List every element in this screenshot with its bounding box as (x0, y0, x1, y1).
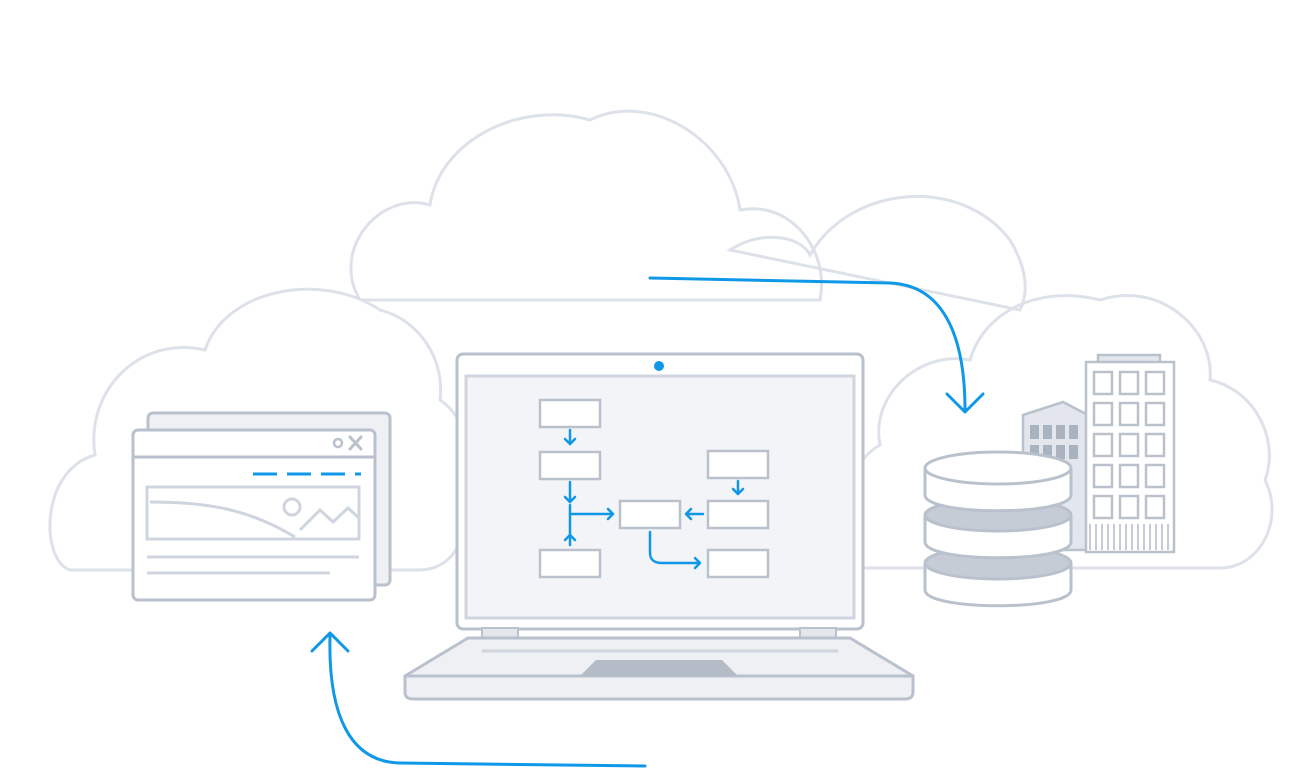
flow-arrow (563, 533, 577, 542)
back-right-cloud-icon (726, 194, 1027, 312)
flow-node (706, 548, 770, 579)
webcam-icon (654, 361, 664, 371)
flow-arrow (563, 480, 577, 504)
window-close-icon (348, 435, 363, 451)
trackpad (580, 660, 738, 676)
flow-node (706, 449, 770, 480)
top-arrow-head-icon (945, 392, 985, 414)
database-icon (923, 450, 1073, 608)
flowchart-icon (538, 398, 770, 579)
flow-node (618, 499, 682, 530)
flow-node (538, 398, 602, 429)
window-minimize-icon (332, 437, 344, 449)
flow-node (706, 499, 770, 530)
flow-node (538, 548, 602, 579)
center-cloud-icon (349, 109, 823, 302)
flow-arrow (563, 428, 577, 446)
flow-arrow (684, 507, 705, 521)
bottom-arrow-head-icon (310, 631, 350, 653)
flow-node (538, 450, 602, 481)
bottom-flow-arrow (328, 634, 647, 768)
flow-arrow (731, 479, 745, 496)
flow-arrow (568, 507, 615, 521)
browser-window-icon (131, 411, 392, 602)
flow-arrow (648, 530, 702, 570)
top-flow-arrow (648, 276, 967, 412)
image-placeholder-icon (145, 485, 361, 541)
